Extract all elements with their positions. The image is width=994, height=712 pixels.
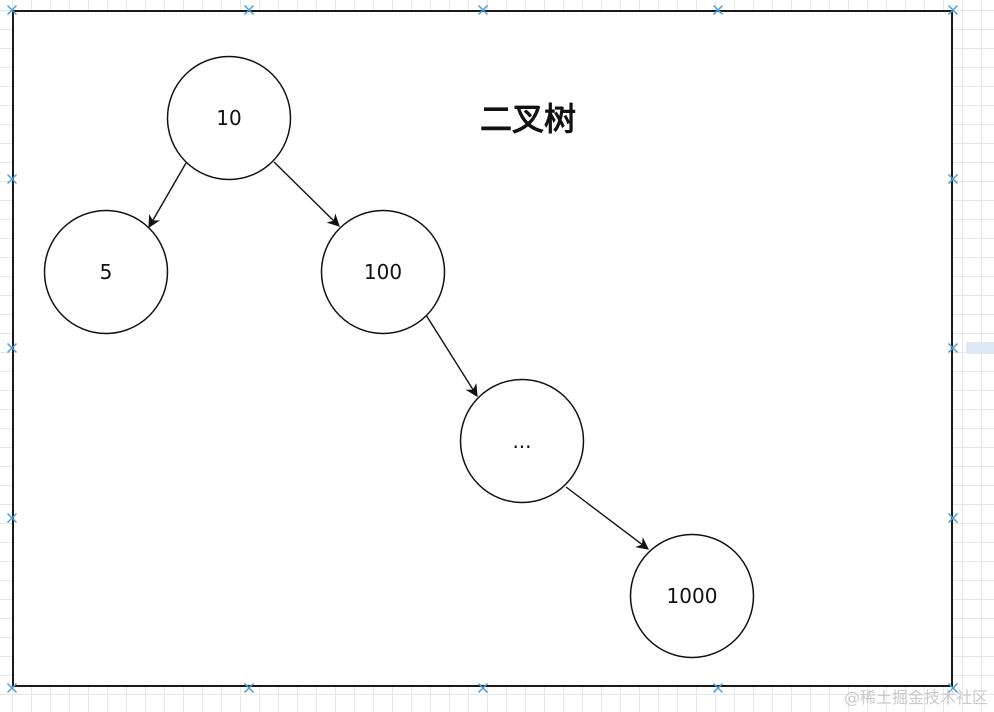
selection-handles[interactable] [6, 4, 959, 694]
resize-handle[interactable] [947, 512, 959, 524]
edge-10-to-100[interactable] [273, 161, 340, 227]
resize-handle[interactable] [947, 4, 959, 16]
resize-handle[interactable] [712, 4, 724, 16]
resize-handle[interactable] [712, 682, 724, 694]
resize-handle[interactable] [947, 342, 959, 354]
resize-handle[interactable] [6, 512, 18, 524]
node-label: 5 [100, 260, 113, 284]
tree-node[interactable]: 100 [320, 209, 446, 335]
resize-handle[interactable] [477, 682, 489, 694]
resize-handle[interactable] [243, 682, 255, 694]
node-label: 100 [364, 260, 402, 284]
resize-handle[interactable] [947, 682, 959, 694]
resize-handle[interactable] [6, 173, 18, 185]
edge-100-to-ellipsis[interactable] [425, 314, 478, 398]
resize-handle[interactable] [6, 4, 18, 16]
tree-node[interactable]: 10 [166, 55, 292, 181]
resize-handle[interactable] [6, 342, 18, 354]
edge-10-to-5[interactable] [148, 162, 187, 229]
resize-handle[interactable] [6, 682, 18, 694]
node-label: 10 [216, 106, 241, 130]
tree-node[interactable]: ... [459, 378, 585, 504]
diagram-title[interactable]: 二叉树 [480, 100, 576, 138]
resize-handle[interactable] [243, 4, 255, 16]
selection-highlight [966, 342, 994, 354]
node-label: 1000 [667, 584, 718, 608]
node-label: ... [512, 429, 531, 453]
resize-handle[interactable] [947, 173, 959, 185]
tree-node[interactable]: 5 [43, 209, 169, 335]
watermark: @稀土掘金技术社区 [843, 688, 988, 707]
resize-handle[interactable] [477, 4, 489, 16]
tree-node[interactable]: 1000 [629, 533, 755, 659]
edge-ellipsis-to-1000[interactable] [565, 486, 650, 550]
